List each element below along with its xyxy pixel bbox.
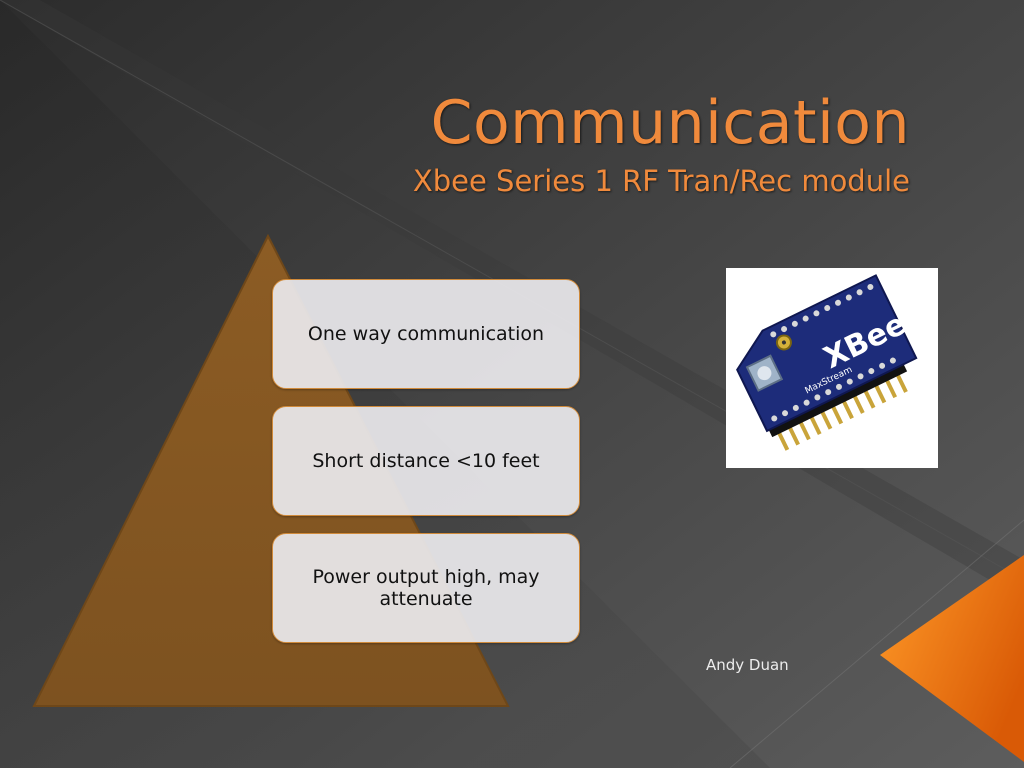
slide-title: Communication bbox=[430, 88, 910, 158]
slide-subtitle: Xbee Series 1 RF Tran/Rec module bbox=[412, 164, 910, 198]
pyramid-box-2-text: Short distance <10 feet bbox=[312, 450, 540, 472]
orange-corner-shape bbox=[880, 555, 1024, 762]
pyramid-box-1: One way communication bbox=[272, 279, 580, 389]
pyramid-box-1-text: One way communication bbox=[307, 323, 545, 345]
pyramid-box-3: Power output high, may attenuate bbox=[272, 533, 580, 643]
xbee-module-icon: XBee MaxStream bbox=[726, 268, 938, 468]
background-corner-line bbox=[729, 519, 1024, 768]
xbee-module-photo: XBee MaxStream bbox=[726, 268, 938, 472]
pyramid-box-2: Short distance <10 feet bbox=[272, 406, 580, 516]
author-name: Andy Duan bbox=[706, 656, 789, 674]
pyramid-box-3-text: Power output high, may attenuate bbox=[312, 566, 540, 610]
